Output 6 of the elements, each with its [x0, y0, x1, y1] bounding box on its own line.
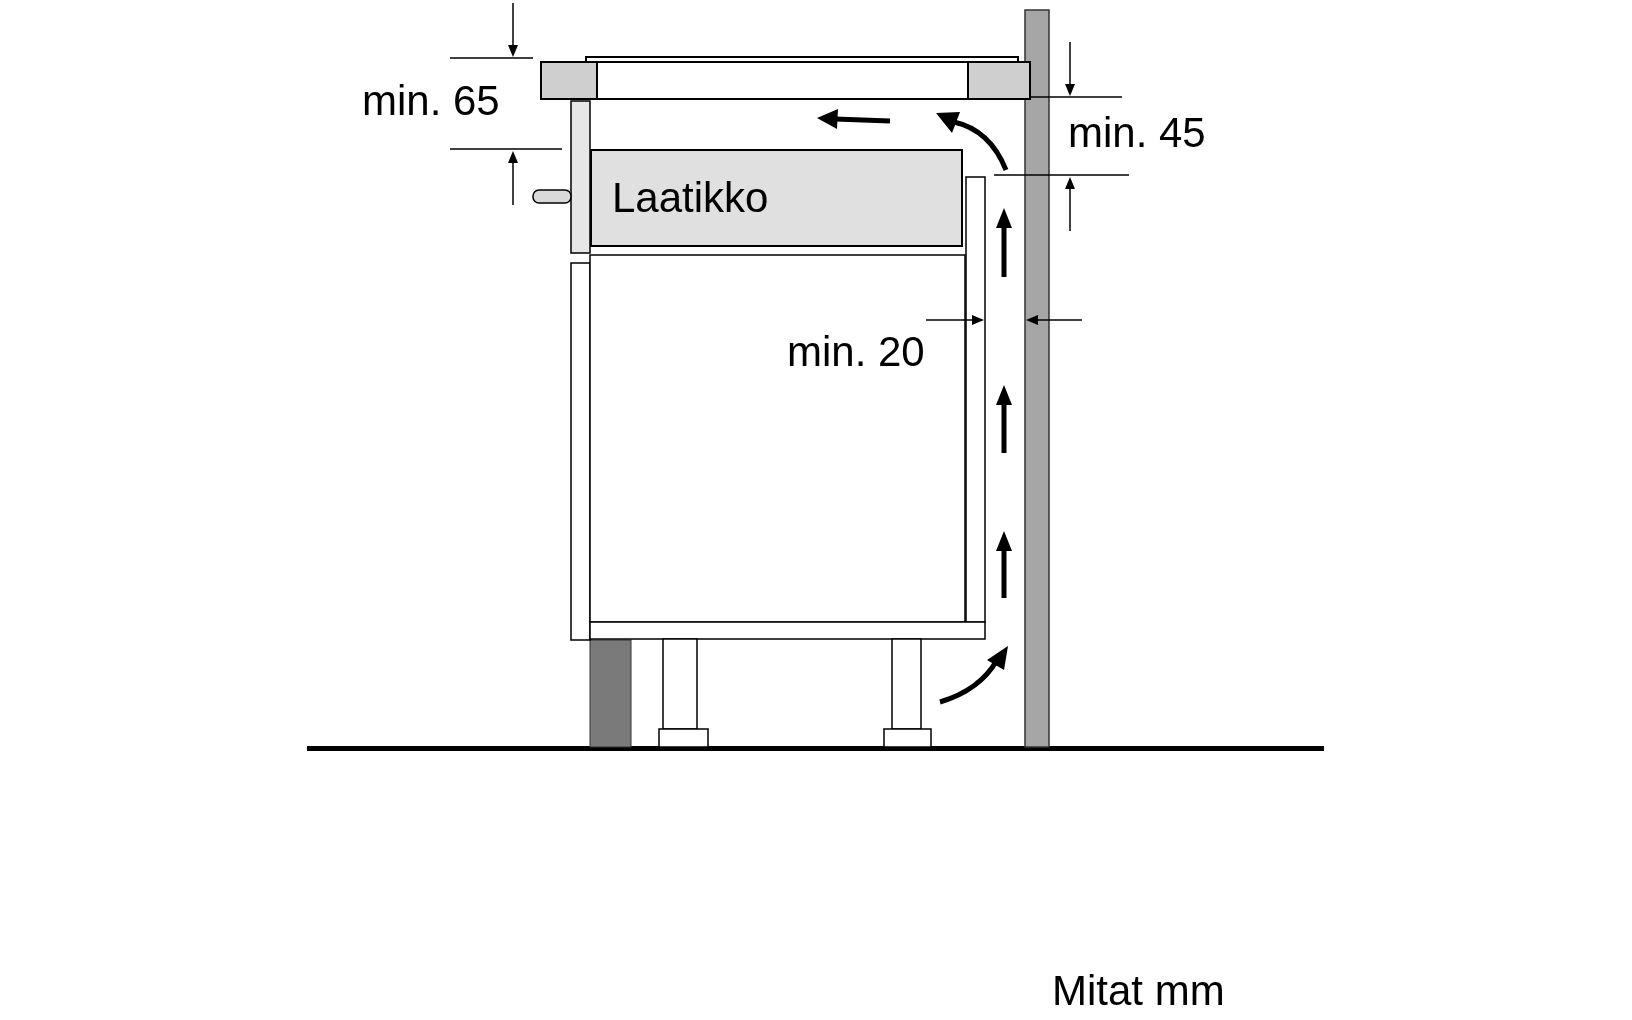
units-note: Mitat mm	[1052, 970, 1225, 1012]
dimension-label: min. 20	[787, 331, 925, 373]
drawer-label: Laatikko	[612, 177, 769, 219]
dimension-label: min. 45	[1068, 112, 1206, 154]
drawer-box	[590, 149, 963, 247]
dimension-label: min. 65	[362, 80, 500, 122]
